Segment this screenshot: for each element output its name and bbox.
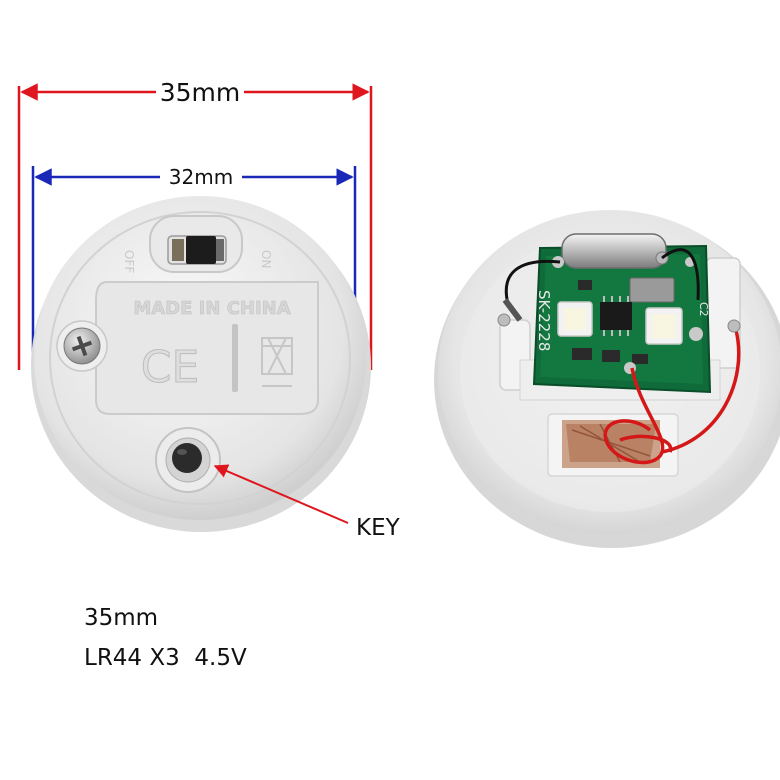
- recycle-symbol: [261, 337, 293, 387]
- key-callout: KEY: [213, 464, 401, 541]
- led-left: [557, 301, 593, 337]
- dimension-label-inner: 32mm: [169, 165, 233, 189]
- made-in-china-text: MADE IN CHINA: [133, 298, 290, 319]
- dimension-35mm: 35mm: [17, 78, 373, 370]
- light-inside-view: SK-2228 C2: [434, 210, 780, 548]
- screw: [56, 320, 108, 372]
- switch-on-label: ON: [259, 250, 273, 268]
- caption-battery: LR44 X3 4.5V: [84, 645, 247, 671]
- ic-chip: [600, 302, 632, 330]
- key-label: KEY: [356, 515, 401, 541]
- caption-size: 35mm: [84, 605, 159, 631]
- pcb-c2-text: C2: [697, 302, 710, 317]
- dimension-32mm: 32mm: [31, 165, 357, 366]
- battery-cover: MADE IN CHINA CE: [95, 281, 319, 415]
- dimension-label-outer: 35mm: [160, 78, 241, 107]
- slide-switch: [149, 215, 243, 273]
- light-back-view: OFF ON MADE IN CHINA CE: [31, 196, 371, 532]
- battery-contact: [547, 413, 679, 477]
- tilt-switch: [561, 233, 667, 269]
- switch-off-label: OFF: [122, 250, 136, 273]
- red-wire: [603, 329, 741, 465]
- led-right: [645, 307, 683, 345]
- pcb-model-text: SK-2228: [535, 290, 553, 351]
- circuit-board: SK-2228 C2: [532, 233, 712, 394]
- key-button: [155, 427, 221, 493]
- ce-mark: CE: [141, 342, 200, 393]
